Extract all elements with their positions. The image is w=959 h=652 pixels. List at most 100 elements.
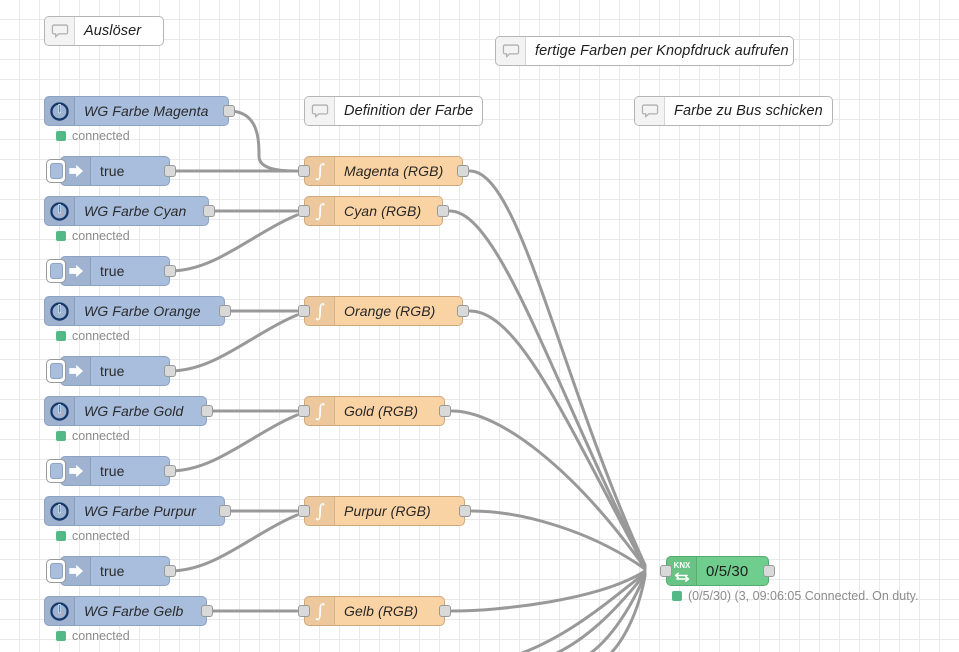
inject-purpur-trigger-button[interactable] bbox=[46, 559, 66, 583]
func-purpur[interactable]: ∫ Purpur (RGB) bbox=[298, 496, 471, 526]
inject-cyan-trigger-button[interactable] bbox=[46, 259, 66, 283]
func-gelb[interactable]: ∫Gelb (RGB) bbox=[298, 596, 451, 626]
inject-arrow-icon bbox=[61, 257, 91, 285]
func-orange[interactable]: ∫ Orange (RGB) bbox=[298, 296, 469, 326]
status-dot bbox=[56, 631, 66, 641]
mqtt-purpur[interactable]: WG Farbe Purpur bbox=[44, 496, 231, 526]
func-purpur-label: Purpur (RGB) bbox=[344, 503, 431, 519]
mqtt-gold[interactable]: WG Farbe Gold bbox=[44, 396, 213, 426]
status-dot bbox=[56, 131, 66, 141]
mqtt-purpur-status-text: connected bbox=[72, 529, 130, 543]
wire bbox=[227, 109, 299, 173]
inject-gold[interactable]: true bbox=[46, 456, 176, 486]
func-gold-input-port[interactable] bbox=[298, 405, 310, 417]
comment-bus[interactable]: Farbe zu Bus schicken bbox=[634, 96, 833, 126]
mqtt-cyan-status: connected bbox=[56, 229, 130, 243]
function-f-icon: ∫ bbox=[305, 497, 335, 525]
comment-definition[interactable]: Definition der Farbe bbox=[304, 96, 483, 126]
mqtt-gelb-label: WG Farbe Gelb bbox=[84, 603, 184, 619]
func-cyan-output-port[interactable] bbox=[437, 205, 449, 217]
mqtt-gold-status-text: connected bbox=[72, 429, 130, 443]
mqtt-gelb[interactable]: WG Farbe Gelb bbox=[44, 596, 213, 626]
mqtt-orange-output-port[interactable] bbox=[219, 305, 231, 317]
knx-out-input-port[interactable] bbox=[660, 565, 672, 577]
inject-gold-output-port[interactable] bbox=[164, 465, 176, 477]
func-cyan[interactable]: ∫Cyan (RGB) bbox=[298, 196, 449, 226]
mqtt-magenta[interactable]: WG Farbe Magenta bbox=[44, 96, 235, 126]
comment-ausloeser[interactable]: Auslöser bbox=[44, 16, 164, 46]
inject-gold-label: true bbox=[100, 463, 125, 479]
func-gelb-output-port[interactable] bbox=[439, 605, 451, 617]
mqtt-cyan-status-text: connected bbox=[72, 229, 130, 243]
func-gold-output-port[interactable] bbox=[439, 405, 451, 417]
mqtt-cyan-label: WG Farbe Cyan bbox=[84, 203, 187, 219]
mqtt-orange-status: connected bbox=[56, 329, 130, 343]
knx-out-output-port[interactable] bbox=[763, 565, 775, 577]
func-cyan-input-port[interactable] bbox=[298, 205, 310, 217]
knx-icon: KNX bbox=[667, 557, 697, 585]
inject-cyan-output-port[interactable] bbox=[164, 265, 176, 277]
comment-icon bbox=[496, 37, 526, 65]
func-purpur-input-port[interactable] bbox=[298, 505, 310, 517]
mqtt-gold-status: connected bbox=[56, 429, 130, 443]
func-orange-input-port[interactable] bbox=[298, 305, 310, 317]
status-dot bbox=[672, 591, 682, 601]
func-magenta-output-port[interactable] bbox=[457, 165, 469, 177]
comment-knopfdruck-label: fertige Farben per Knopfdruck aufrufen bbox=[535, 43, 789, 59]
func-gold[interactable]: ∫ Gold (RGB) bbox=[298, 396, 451, 426]
inject-purpur[interactable]: true bbox=[46, 556, 176, 586]
func-magenta[interactable]: ∫Magenta (RGB) bbox=[298, 156, 469, 186]
func-magenta-input-port[interactable] bbox=[298, 165, 310, 177]
mqtt-purpur-output-port[interactable] bbox=[219, 505, 231, 517]
func-cyan-label: Cyan (RGB) bbox=[344, 203, 422, 219]
mqtt-magenta-output-port[interactable] bbox=[223, 105, 235, 117]
mqtt-gelb-status-text: connected bbox=[72, 629, 130, 643]
mqtt-orange-status-text: connected bbox=[72, 329, 130, 343]
inject-orange-output-port[interactable] bbox=[164, 365, 176, 377]
inject-arrow-icon bbox=[61, 157, 91, 185]
function-f-icon: ∫ bbox=[305, 397, 335, 425]
func-orange-output-port[interactable] bbox=[457, 305, 469, 317]
inject-arrow-icon bbox=[61, 457, 91, 485]
inject-magenta-output-port[interactable] bbox=[164, 165, 176, 177]
status-dot bbox=[56, 331, 66, 341]
svg-text:∫: ∫ bbox=[315, 501, 325, 522]
comment-ausloeser-label: Auslöser bbox=[84, 23, 142, 39]
func-gold-label: Gold (RGB) bbox=[344, 403, 419, 419]
mqtt-cyan[interactable]: WG Farbe Cyan bbox=[44, 196, 215, 226]
mqtt-orange[interactable]: WG Farbe Orange bbox=[44, 296, 231, 326]
inject-magenta[interactable]: true bbox=[46, 156, 176, 186]
inject-cyan[interactable]: true bbox=[46, 256, 176, 286]
svg-text:∫: ∫ bbox=[315, 401, 325, 422]
mqtt-power-icon bbox=[45, 97, 75, 125]
comment-knopfdruck[interactable]: fertige Farben per Knopfdruck aufrufen bbox=[495, 36, 794, 66]
inject-orange-trigger-button[interactable] bbox=[46, 359, 66, 383]
func-gelb-input-port[interactable] bbox=[298, 605, 310, 617]
knx-out-status: (0/5/30) (3, 09:06:05 Connected. On duty… bbox=[672, 589, 918, 603]
mqtt-purpur-status: connected bbox=[56, 529, 130, 543]
mqtt-orange-label: WG Farbe Orange bbox=[84, 303, 201, 319]
func-orange-label: Orange (RGB) bbox=[344, 303, 436, 319]
func-purpur-output-port[interactable] bbox=[459, 505, 471, 517]
status-dot bbox=[56, 531, 66, 541]
wire bbox=[520, 571, 647, 652]
mqtt-power-icon bbox=[45, 497, 75, 525]
func-magenta-label: Magenta (RGB) bbox=[344, 163, 444, 179]
function-f-icon: ∫ bbox=[305, 297, 335, 325]
mqtt-gelb-status: connected bbox=[56, 629, 130, 643]
wire bbox=[448, 209, 647, 568]
func-gelb-label: Gelb (RGB) bbox=[344, 603, 419, 619]
inject-purpur-output-port[interactable] bbox=[164, 565, 176, 577]
inject-magenta-trigger-button[interactable] bbox=[46, 159, 66, 183]
inject-gold-trigger-button[interactable] bbox=[46, 459, 66, 483]
wire bbox=[470, 509, 647, 571]
inject-orange[interactable]: true bbox=[46, 356, 176, 386]
mqtt-gold-output-port[interactable] bbox=[201, 405, 213, 417]
mqtt-power-icon bbox=[45, 297, 75, 325]
mqtt-gelb-output-port[interactable] bbox=[201, 605, 213, 617]
comment-icon bbox=[305, 97, 335, 125]
mqtt-cyan-output-port[interactable] bbox=[203, 205, 215, 217]
wire bbox=[589, 573, 647, 652]
